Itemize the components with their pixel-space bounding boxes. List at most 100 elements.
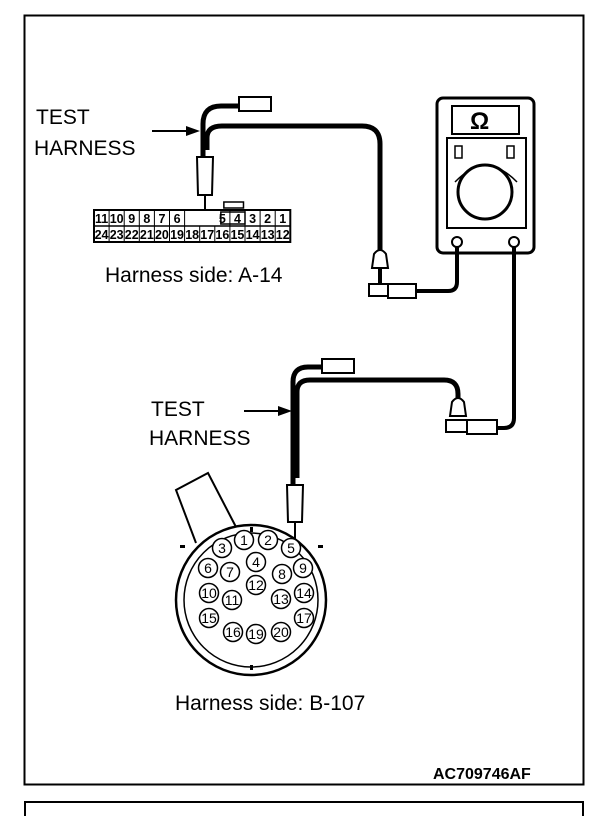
connector-a14-pin-1: 1 xyxy=(279,212,286,226)
connector-b107-pin-8: 8 xyxy=(278,566,286,582)
connector-a14-pin-12: 12 xyxy=(276,228,290,242)
connector-b107-pin-17: 17 xyxy=(296,610,312,626)
meter-lead-right xyxy=(498,246,516,430)
diagram-frame xyxy=(23,14,585,786)
connector-a14-pin-17: 17 xyxy=(200,228,214,242)
connector-b107-pin-14: 14 xyxy=(296,585,312,601)
connector-a14-pin-18: 18 xyxy=(185,228,199,242)
connector-b107-pin-9: 9 xyxy=(299,560,307,576)
connector-a14-pin-15: 15 xyxy=(230,228,244,242)
connector-b107-pin-11: 11 xyxy=(225,592,240,608)
connector-b107-key-bottom xyxy=(250,665,253,670)
connector-b107-pin-circle-15 xyxy=(198,607,220,629)
connector-a14-pin-24: 24 xyxy=(95,228,109,242)
connector-a14-key xyxy=(223,201,245,209)
connector-b107-key-left xyxy=(180,545,185,548)
connector-b107-pin-circle-11 xyxy=(221,589,243,611)
connector-a14-pin-21: 21 xyxy=(140,228,154,242)
connector-b107-pin-19: 19 xyxy=(248,626,264,642)
connector-b107-pin-15: 15 xyxy=(201,610,217,626)
connector-a14-pin-14: 14 xyxy=(246,228,260,242)
connector-b107-pin-3: 3 xyxy=(218,540,226,556)
connector-a14-pin-22: 22 xyxy=(125,228,139,242)
meter-switch-right xyxy=(506,145,515,159)
connector-a14-pin-16: 16 xyxy=(215,228,229,242)
connector-a14-pin-13: 13 xyxy=(261,228,275,242)
connector-b107-pin-circle-1 xyxy=(233,529,255,551)
clip-lower-body xyxy=(445,419,469,433)
connector-b107-key-right xyxy=(318,545,323,548)
arrow-upper xyxy=(152,126,200,136)
test-harness-upper xyxy=(195,96,417,299)
meter-dial xyxy=(456,163,514,221)
meter-display xyxy=(451,105,520,135)
probe-upper xyxy=(195,156,215,196)
connector-b107-pin-circle-8 xyxy=(271,563,293,585)
harness-side-b-label: Harness side: B-107 xyxy=(175,692,365,715)
connector-b107-pin-circle-19 xyxy=(245,623,267,645)
connector-b107-pin-5: 5 xyxy=(287,540,295,556)
test-harness-label-1-line1: TEST xyxy=(36,106,90,129)
connector-b107-pin-6: 6 xyxy=(204,560,212,576)
connector-b107-pin-circle-7 xyxy=(219,561,241,583)
test-harness-label-2-line1: TEST xyxy=(151,398,205,421)
connector-b107-pin-circle-4 xyxy=(245,551,267,573)
harness-wire-upper xyxy=(200,103,240,162)
connector-b107-pin-1: 1 xyxy=(240,532,248,548)
connector-b107-pin-circle-16 xyxy=(222,621,244,643)
test-harness-label-1-line2: HARNESS xyxy=(34,137,136,160)
connector-a14-pin-23: 23 xyxy=(110,228,124,242)
connector-a14-pin-19: 19 xyxy=(170,228,184,242)
connector-a14-pin-11: 11 xyxy=(95,212,108,226)
connector-b107-pin-4: 4 xyxy=(252,554,260,570)
clip-upper-plug xyxy=(387,283,417,299)
harness-wire-upper-2 xyxy=(204,123,383,256)
connector-b107-pin-circle-9 xyxy=(292,557,314,579)
connector-b107-pin-10: 10 xyxy=(201,585,217,601)
connector-b107-pin-circle-17 xyxy=(293,607,315,629)
connector-a14-pin-8: 8 xyxy=(143,212,150,226)
connector-a14-pin-9: 9 xyxy=(128,212,135,226)
connector-a14-pin-4: 4 xyxy=(234,212,241,226)
ohm-symbol: Ω xyxy=(470,108,489,135)
meter-jack-left xyxy=(451,236,463,248)
connector-b107-pin-circle-13 xyxy=(270,588,292,610)
connector-b107-pin-16: 16 xyxy=(225,624,241,640)
connector-b107-pin-circle-6 xyxy=(197,557,219,579)
harness-wire-lower-2 xyxy=(294,377,461,478)
connector-a14-pin-20: 20 xyxy=(155,228,169,242)
connector-b107-key-top xyxy=(250,527,253,532)
connector-b107-pin-circle-10 xyxy=(198,582,220,604)
clip-lower-plug xyxy=(466,419,498,435)
connector-b107-pin-circle-5 xyxy=(280,537,302,559)
meter-switch-left xyxy=(454,145,463,159)
connector-b107-pin-2: 2 xyxy=(264,532,272,548)
connector-b107-pin-7: 7 xyxy=(226,564,234,580)
test-harness-lower xyxy=(285,358,498,545)
connector-b107-pin-circle-2 xyxy=(257,529,279,551)
harness-side-a-label: Harness side: A-14 xyxy=(105,264,283,287)
harness-tip-lower xyxy=(321,358,355,374)
connector-b107-pin-circle-14 xyxy=(293,582,315,604)
clip-upper xyxy=(370,249,390,269)
connector-a14-pin-2: 2 xyxy=(264,212,271,226)
harness-wire-lower xyxy=(290,364,322,488)
clip-upper-body xyxy=(368,283,390,297)
harness-tip-upper xyxy=(238,96,272,112)
multimeter: Ω xyxy=(416,96,536,430)
probe-lower xyxy=(285,484,305,523)
connector-a14-pin-10: 10 xyxy=(110,212,124,226)
clip-lower xyxy=(448,397,468,417)
connector-b107-pin-13: 13 xyxy=(273,591,289,607)
meter-lead-left xyxy=(416,246,459,293)
connector-b107-pin-circle-20 xyxy=(270,621,292,643)
connector-a14-pin-3: 3 xyxy=(249,212,256,226)
figure-code: AC709746AF xyxy=(433,766,531,783)
connector-b107-pin-12: 12 xyxy=(248,577,264,593)
connector-b107-pin-circle-12 xyxy=(245,574,267,596)
arrow-lower xyxy=(244,406,292,416)
